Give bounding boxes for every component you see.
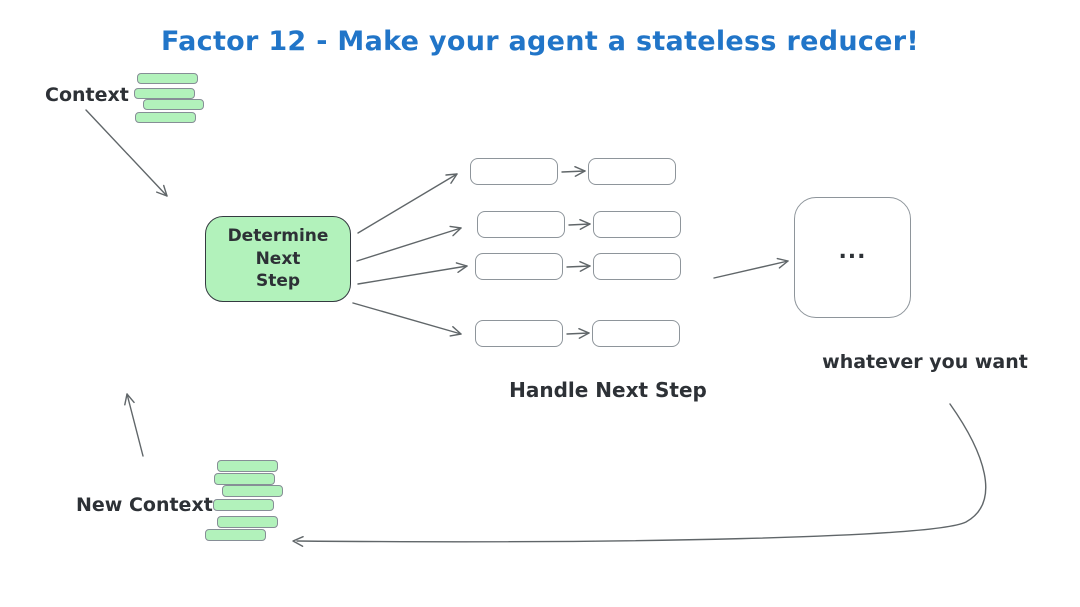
arrow-fan-1 — [357, 173, 458, 234]
arrow-fan-3-head — [455, 262, 468, 273]
new-context-bar — [213, 499, 274, 511]
handle-next-step-label: Handle Next Step — [509, 378, 707, 402]
arrow-pair-4 — [566, 332, 590, 335]
context-bar — [134, 88, 195, 99]
new-context-stack — [205, 458, 289, 542]
arrow-fan-4 — [352, 302, 462, 335]
arrow-rows-to-output — [713, 260, 789, 279]
arrow-pair-2 — [568, 223, 591, 226]
diagram-title: Factor 12 - Make your agent a stateless … — [160, 26, 919, 57]
new-context-bar — [222, 485, 283, 497]
arrow-return-loop-head — [292, 536, 304, 547]
arrow-context-to-determine-head — [156, 184, 168, 197]
arrow-fan-4-head — [449, 326, 462, 337]
arrow-pair-1-head — [574, 166, 586, 177]
handler-output-box — [588, 158, 676, 185]
new-context-bar — [214, 473, 275, 485]
context-label: Context — [45, 84, 129, 106]
arrow-return-loop — [296, 403, 987, 543]
arrow-fan-3 — [357, 265, 468, 285]
arrow-fan-2-head — [449, 225, 462, 237]
whatever-you-want-label: whatever you want — [822, 351, 1028, 373]
arrow-pair-1 — [561, 170, 586, 173]
ellipsis-label: ... — [838, 239, 867, 264]
arrow-rows-to-output-head — [776, 257, 789, 269]
context-bar — [137, 73, 198, 84]
arrow-pair-3-head — [579, 261, 591, 272]
context-bar — [135, 112, 196, 123]
new-context-bar — [217, 460, 278, 472]
new-context-label: New Context — [76, 494, 213, 516]
arrow-new-context-up-head — [124, 393, 135, 406]
arrow-fan-2 — [356, 227, 462, 262]
context-bar — [143, 99, 204, 110]
handler-output-box — [593, 211, 681, 238]
determine-next-step-box: Determine Next Step — [205, 216, 351, 302]
handler-output-box — [592, 320, 680, 347]
new-context-bar — [217, 516, 278, 528]
determine-next-step-label: Determine Next Step — [227, 226, 329, 292]
handler-input-box — [470, 158, 558, 185]
arrow-fan-1-head — [445, 173, 458, 184]
arrow-pair-3 — [566, 265, 591, 268]
new-context-bar — [205, 529, 266, 541]
handler-input-box — [475, 320, 563, 347]
output-box: ... — [794, 197, 911, 318]
handler-output-box — [593, 253, 681, 280]
arrow-pair-2-head — [579, 219, 591, 230]
arrow-new-context-up — [126, 393, 144, 457]
arrow-pair-4-head — [578, 328, 590, 339]
handler-input-box — [475, 253, 563, 280]
handler-input-box — [477, 211, 565, 238]
context-stack — [130, 72, 210, 126]
